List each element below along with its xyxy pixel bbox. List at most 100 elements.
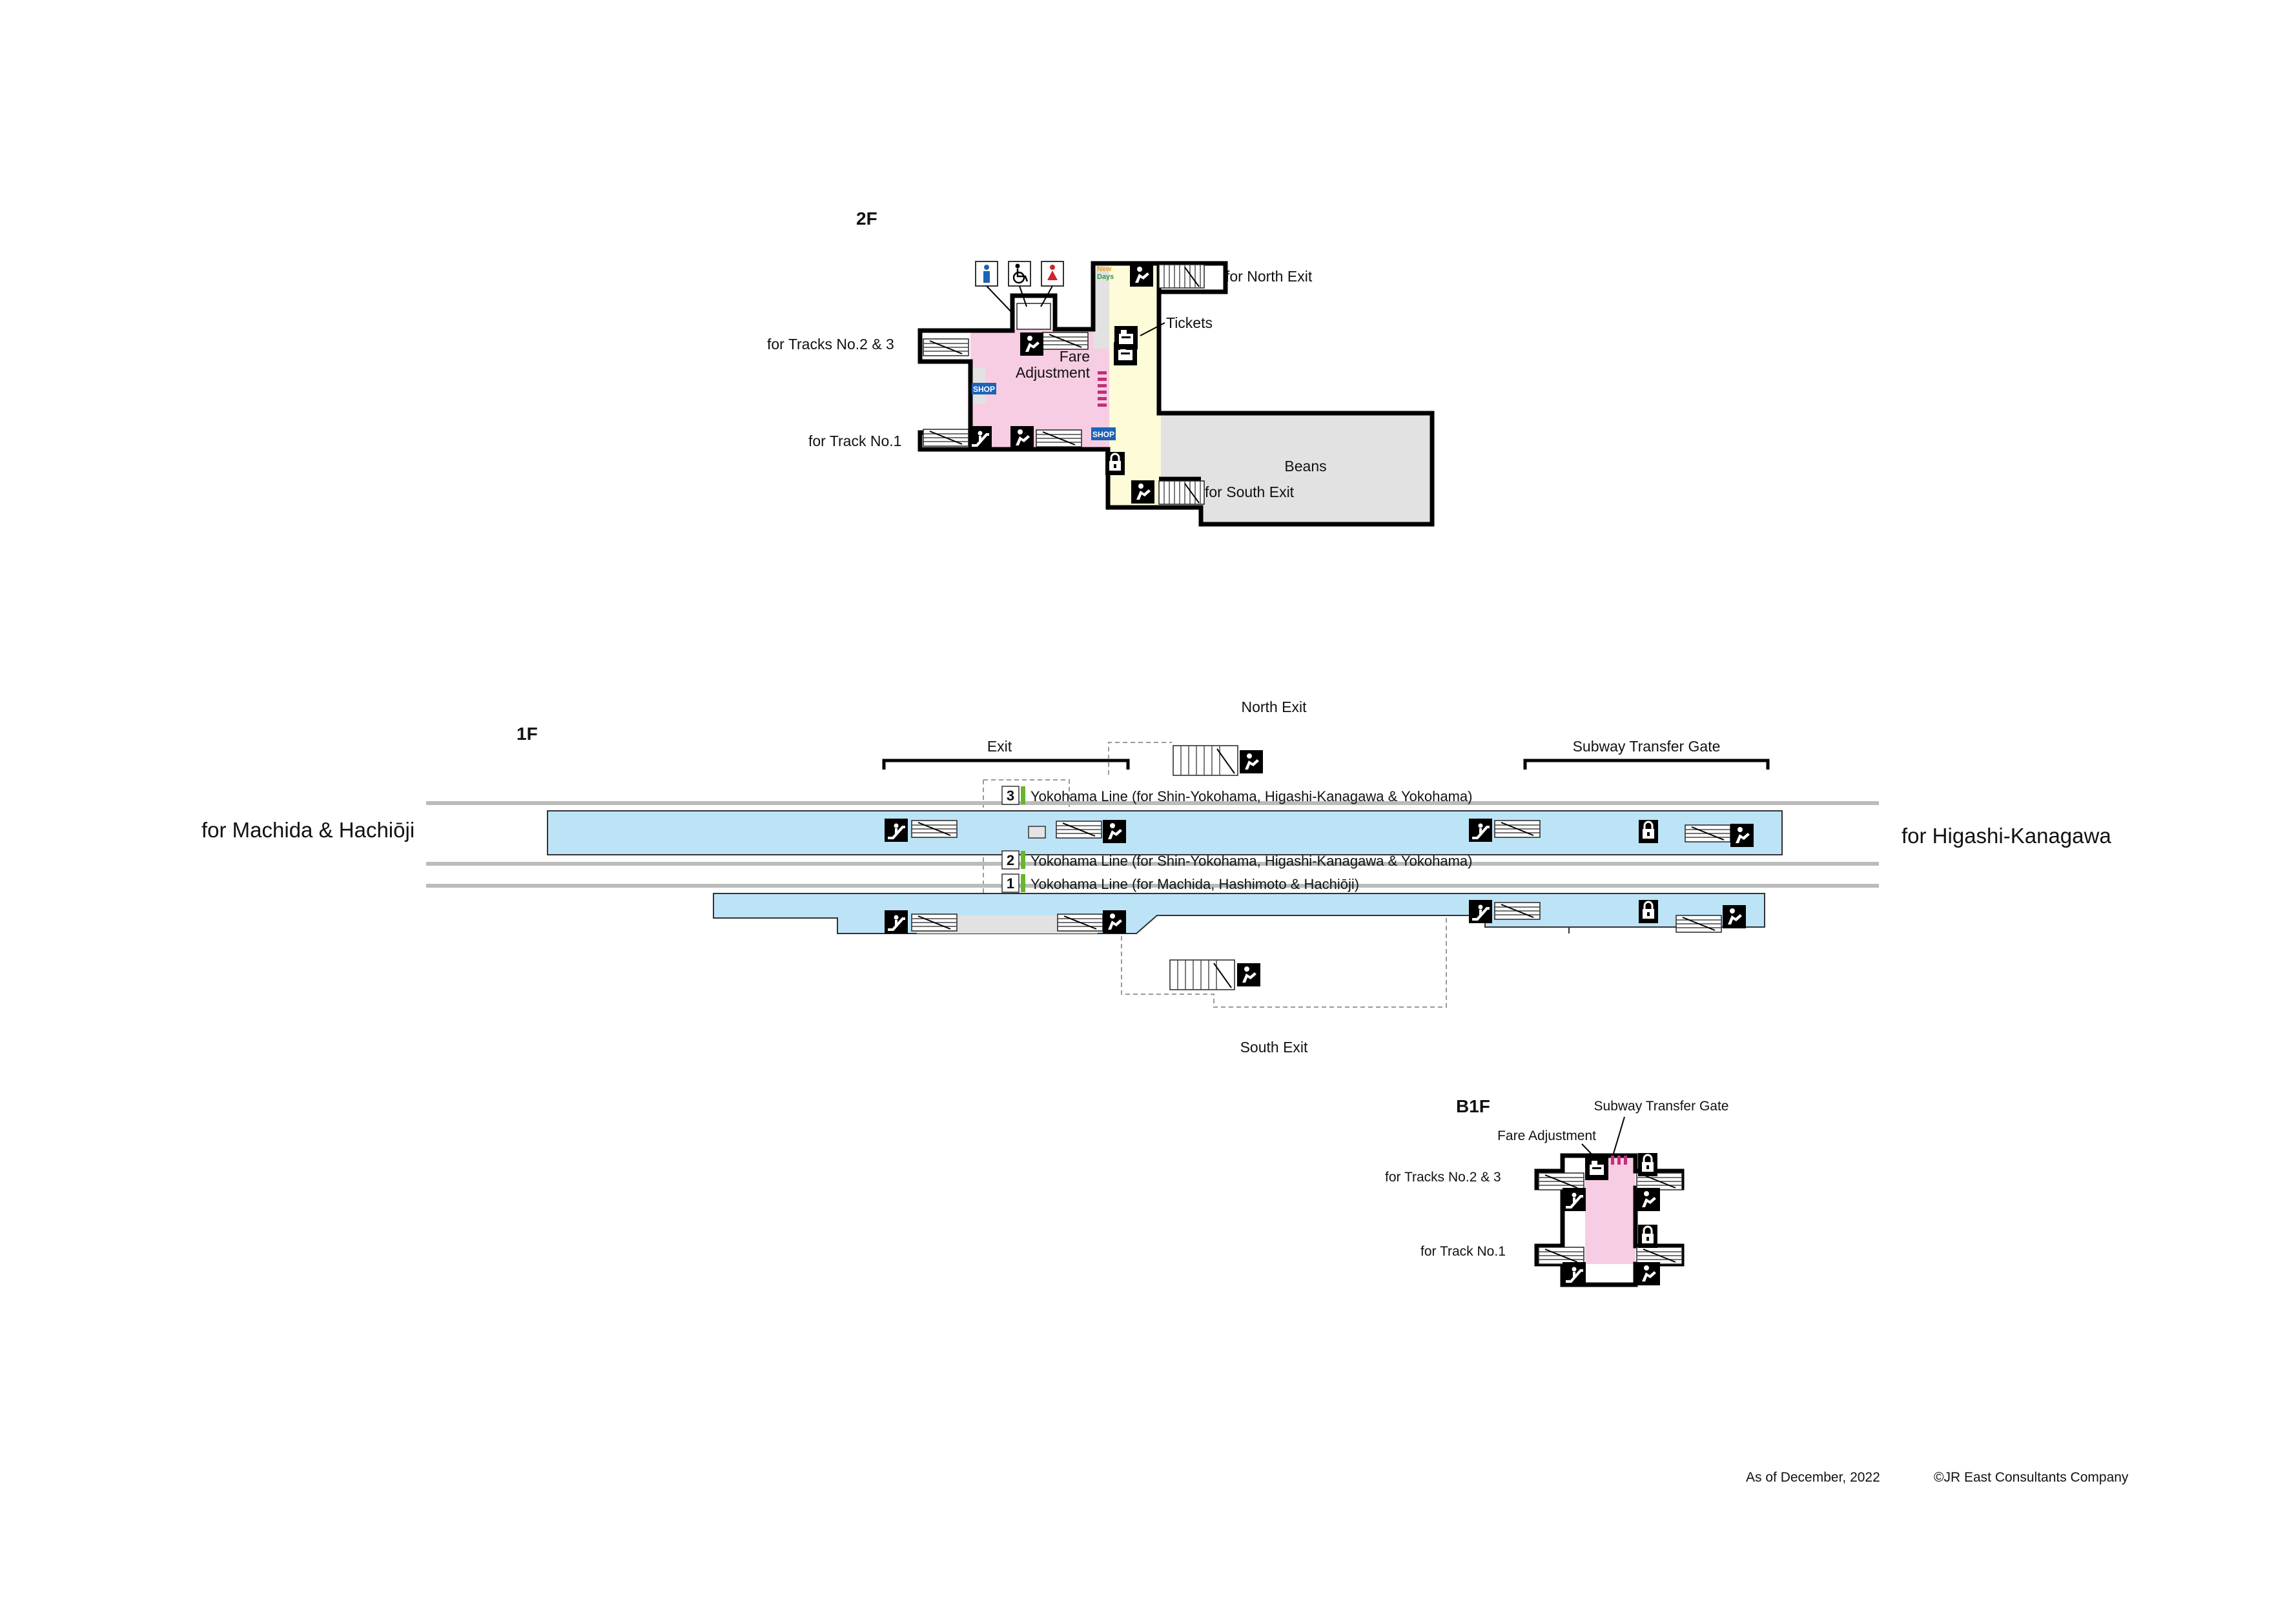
label-subway-transfer-gate-1f: Subway Transfer Gate xyxy=(1573,738,1721,755)
stairs-tracks-2-3 xyxy=(923,338,969,356)
fare-gates-b1f xyxy=(1611,1156,1627,1165)
label-tickets: Tickets xyxy=(1166,314,1213,331)
passage-north-dashed xyxy=(1108,742,1172,775)
svg-text:3: 3 xyxy=(1007,788,1014,804)
svg-text:New: New xyxy=(1097,265,1112,273)
fare-gates-2f xyxy=(1098,371,1107,407)
shop-icon: SHOP xyxy=(1091,427,1116,440)
stairs-north-exit xyxy=(1158,264,1205,289)
stairs-east-b1f-lower xyxy=(1636,1247,1683,1265)
elevator-icon xyxy=(1637,1188,1660,1211)
coin-locker-icon xyxy=(1637,819,1659,844)
men-toilet-icon xyxy=(975,261,998,287)
escalator-icon xyxy=(969,426,992,449)
stairs-track-1-b1f xyxy=(1538,1247,1584,1265)
platform-2-3 xyxy=(547,810,1783,855)
elevator-icon xyxy=(1103,910,1126,934)
stairs-platform-2-3 xyxy=(911,820,958,838)
label-for-tracks-2-3-2f: for Tracks No.2 & 3 xyxy=(767,336,894,352)
elevator-icon xyxy=(1237,963,1260,986)
stairs-upper-2f xyxy=(1042,332,1089,350)
elevator-icon xyxy=(1010,426,1034,449)
floor-label-2f: 2F xyxy=(856,209,877,229)
label-exit: Exit xyxy=(987,738,1012,755)
label-for-machida-hachioji: for Machida & Hachiōji xyxy=(201,818,415,842)
wall-2f-main xyxy=(917,261,1435,527)
elevator-icon xyxy=(1637,1262,1660,1285)
toilet-entrance xyxy=(1016,303,1051,330)
svg-text:SHOP: SHOP xyxy=(973,385,995,394)
escalator-icon xyxy=(1469,819,1492,842)
label-fare-adjustment-2f-line2: Adjustment xyxy=(1016,364,1091,381)
beans-area xyxy=(1161,414,1432,524)
passage-south-dashed xyxy=(1121,917,1447,1008)
escalator-icon xyxy=(1469,900,1492,923)
copyright: ©JR East Consultants Company xyxy=(1934,1470,2129,1485)
exit-bracket xyxy=(882,759,1130,770)
stairs-north-exit-1f xyxy=(1173,745,1238,776)
label-fare-adjustment-b1f: Fare Adjustment xyxy=(1497,1128,1596,1143)
label-for-track-1-2f: for Track No.1 xyxy=(808,433,901,449)
shop-icon: SHOP xyxy=(972,383,996,394)
stairs-platform-2-3 xyxy=(1494,820,1541,838)
escalator-icon xyxy=(885,910,908,934)
coin-locker-icon xyxy=(1637,899,1659,924)
floor-label-1f: 1F xyxy=(517,724,538,744)
stairs-platform-2-3 xyxy=(1056,821,1102,839)
platform-structure xyxy=(1028,826,1046,839)
platform-1 xyxy=(713,893,1765,934)
elevator-icon xyxy=(1730,824,1754,847)
stairs-track-1 xyxy=(923,429,969,447)
coin-locker-icon xyxy=(1637,1152,1659,1178)
floor-b1f: B1F Subway Transfer Gate Fare Adjustment… xyxy=(1385,1096,1729,1287)
elevator-icon xyxy=(1131,480,1154,504)
accessible-toilet-icon xyxy=(1008,261,1031,287)
floor-2f: 2F xyxy=(767,209,1435,527)
ticket-machine-icon xyxy=(1114,326,1138,349)
svg-text:1: 1 xyxy=(1007,875,1014,892)
gate-leader-line xyxy=(1612,1116,1625,1156)
coin-locker-icon xyxy=(1104,451,1126,476)
fare-adjustment-icon xyxy=(1585,1157,1608,1180)
as-of-date: As of December, 2022 xyxy=(1746,1470,1880,1485)
label-for-north-exit: for North Exit xyxy=(1225,268,1313,285)
elevator-icon xyxy=(1723,905,1746,928)
stairs-platform-1-east xyxy=(1676,915,1722,933)
label-beans: Beans xyxy=(1284,458,1326,475)
elevator-icon xyxy=(1020,332,1043,356)
elevator-icon xyxy=(1103,820,1126,843)
stairs-south-exit xyxy=(1158,480,1205,505)
stairs-platform-2-3-east xyxy=(1685,824,1731,842)
floor-1f: 1F North Exit South Exit Exit Subway Tra… xyxy=(201,699,2111,1056)
women-toilet-icon xyxy=(1041,261,1064,287)
track-2-label: 2 Yokohama Line (for Shin-Yokohama, Higa… xyxy=(1001,850,1472,870)
track-1-label: 1 Yokohama Line (for Machida, Hashimoto … xyxy=(1001,873,1359,893)
toilet-leader-lines xyxy=(986,285,1053,314)
floor-label-b1f: B1F xyxy=(1456,1096,1490,1116)
stairs-platform-1 xyxy=(911,914,958,932)
label-south-exit: South Exit xyxy=(1240,1039,1308,1056)
coin-locker-icon xyxy=(1637,1223,1659,1249)
label-for-track-1-b1f: for Track No.1 xyxy=(1420,1244,1506,1259)
label-for-south-exit: for South Exit xyxy=(1205,484,1295,500)
fare-leader-line xyxy=(1581,1143,1597,1159)
escalator-icon xyxy=(1563,1262,1586,1285)
tickets-leader-line xyxy=(1140,322,1165,336)
subway-transfer-gate-bracket xyxy=(1523,759,1770,770)
escalator-icon xyxy=(885,819,908,842)
svg-text:Yokohama Line (for Machida, Ha: Yokohama Line (for Machida, Hashimoto & … xyxy=(1030,876,1359,892)
svg-text:Days: Days xyxy=(1097,273,1114,281)
svg-text:SHOP: SHOP xyxy=(1092,430,1114,439)
track-3-label: 3 Yokohama Line (for Shin-Yokohama, Higa… xyxy=(1001,786,1472,805)
label-north-exit: North Exit xyxy=(1242,699,1307,715)
label-subway-transfer-gate-b1f: Subway Transfer Gate xyxy=(1594,1099,1729,1114)
stairs-south-exit-1f xyxy=(1169,959,1235,990)
elevator-icon xyxy=(1130,263,1153,287)
elevator-icon xyxy=(1240,750,1263,773)
svg-text:Yokohama Line (for Shin-Yokoha: Yokohama Line (for Shin-Yokohama, Higash… xyxy=(1030,853,1472,869)
svg-text:2: 2 xyxy=(1007,852,1014,868)
escalator-icon xyxy=(1563,1188,1586,1211)
svg-text:Yokohama Line (for Shin-Yokoha: Yokohama Line (for Shin-Yokohama, Higash… xyxy=(1030,788,1472,804)
newdays-logo: New Days xyxy=(1097,265,1114,281)
